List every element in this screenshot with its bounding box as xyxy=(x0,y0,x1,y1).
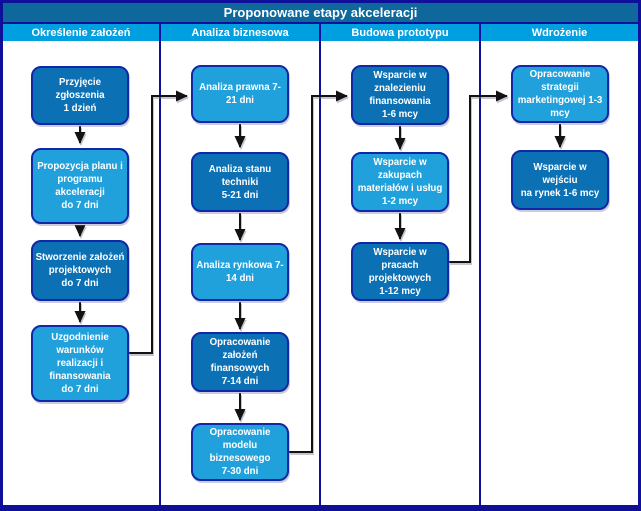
diagram-title: Proponowane etapy akceleracji xyxy=(3,3,638,22)
step-stworzenie-zalozen: Stworzenie założeń projektowych do 7 dni xyxy=(31,240,129,301)
step-analiza-prawna: Analiza prawna 7- 21 dni xyxy=(191,65,289,123)
step-analiza-stanu-techniki: Analiza stanu techniki 5-21 dni xyxy=(191,152,289,212)
step-wsparcie-prace-projektowe: Wsparcie w pracach projektowych 1-12 mcy xyxy=(351,242,449,301)
step-wsparcie-zakupy: Wsparcie w zakupach materiałów i usług 1… xyxy=(351,152,449,212)
step-wsparcie-finansowanie: Wsparcie w znalezieniu finansowania 1-6 … xyxy=(351,65,449,125)
step-opracowanie-modelu-biznesowego: Opracowanie modelu biznesowego 7-30 dni xyxy=(191,423,289,481)
step-uzgodnienie-warunkow: Uzgodnienie warunków realizacji i finans… xyxy=(31,325,129,402)
step-wsparcie-wejscie-na-rynek: Wsparcie w wejściu na rynek 1-6 mcy xyxy=(511,150,609,210)
column-divider xyxy=(319,41,321,505)
step-propozycja-planu: Propozycja planu i programu akceleracji … xyxy=(31,148,129,224)
step-opracowanie-zalozen-finansowych: Opracowanie założeń finansowych 7-14 dni xyxy=(191,332,289,392)
column-header-okreslenie-zalozen: Określenie założeń xyxy=(3,24,159,41)
column-divider xyxy=(159,41,161,505)
step-analiza-rynkowa: Analiza rynkowa 7- 14 dni xyxy=(191,243,289,301)
column-header-budowa-prototypu: Budowa prototypu xyxy=(321,24,479,41)
column-divider xyxy=(479,41,481,505)
column-header-wdrozenie: Wdrożenie xyxy=(481,24,638,41)
step-opracowanie-strategii-marketingowej: Opracowanie strategii marketingowej 1-3 … xyxy=(511,65,609,123)
column-header-analiza-biznesowa: Analiza biznesowa xyxy=(161,24,319,41)
step-przyjecie-zgloszenia: Przyjęcie zgłoszenia 1 dzień xyxy=(31,66,129,125)
